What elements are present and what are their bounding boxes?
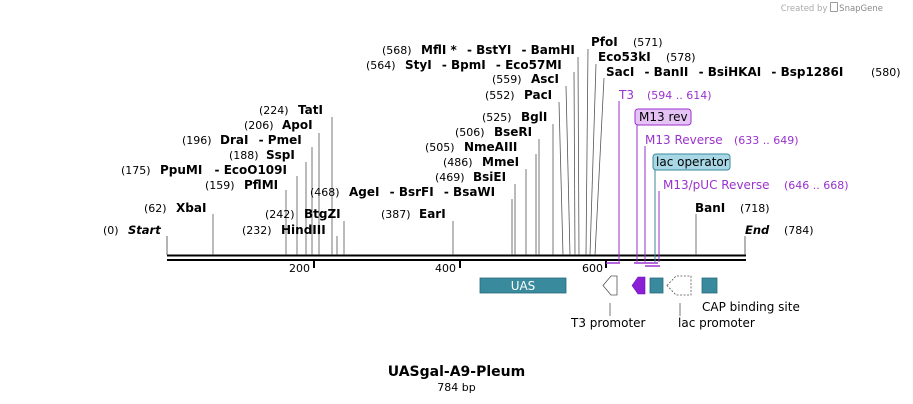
ruler: 200 400 600 bbox=[289, 260, 607, 275]
site-pos: (469) bbox=[435, 171, 465, 184]
ruler-label-400: 400 bbox=[435, 262, 456, 275]
end-label: End bbox=[745, 223, 770, 237]
site-leader-lines bbox=[212, 48, 697, 256]
lac-operator-box bbox=[652, 153, 731, 171]
site-label: PfoI bbox=[591, 35, 618, 49]
restriction-sites: (62) XbaI (159) PflMI (175) PpuMI - EcoO… bbox=[121, 35, 901, 237]
site-pos: (718) bbox=[740, 202, 770, 215]
site-pos: (242) bbox=[265, 208, 295, 221]
site-label: MflI * - BstYI - BamHI bbox=[421, 43, 575, 57]
site-pos: (232) bbox=[242, 224, 272, 237]
lac-promoter-label: lac promoter bbox=[678, 316, 755, 330]
lac-operator-feature bbox=[649, 277, 664, 294]
site-pos: (564) bbox=[366, 59, 396, 72]
site-label: HindIII bbox=[281, 223, 326, 237]
end-position: (784) bbox=[784, 224, 814, 237]
site-label: SspI bbox=[266, 148, 295, 162]
site-pos: (578) bbox=[666, 51, 696, 64]
m13-rev-box bbox=[634, 108, 692, 126]
site-pos: (505) bbox=[425, 141, 455, 154]
created-by-credit: Created by SnapGene bbox=[781, 2, 883, 14]
uas-label: UAS bbox=[511, 279, 536, 293]
site-label: ApoI bbox=[282, 118, 313, 132]
site-pos: (206) bbox=[244, 119, 274, 132]
site-pos: (571) bbox=[633, 36, 663, 49]
t3-promoter-label: T3 promoter bbox=[570, 316, 646, 330]
primer-m13-puc-reverse-range: (646 .. 668) bbox=[784, 179, 849, 192]
site-pos: (175) bbox=[121, 164, 151, 177]
t3-promoter-arrow-icon bbox=[602, 275, 618, 296]
site-label: StyI - BpmI - Eco57MI bbox=[405, 58, 562, 72]
site-pos: (580) bbox=[871, 66, 901, 79]
site-label: AgeI - BsrFI - BsaWI bbox=[349, 185, 495, 199]
start-label: Start bbox=[128, 223, 161, 237]
site-label: BseRI bbox=[494, 125, 532, 139]
site-label: XbaI bbox=[176, 201, 206, 215]
site-label: BanI bbox=[695, 201, 725, 215]
site-pos: (62) bbox=[144, 202, 167, 215]
primers: T3 (594 .. 614) M13 rev M13 Reverse (633… bbox=[606, 88, 849, 267]
primer-t3-label: T3 bbox=[618, 88, 634, 102]
site-label: MmeI bbox=[482, 155, 519, 169]
primer-t3-range: (594 .. 614) bbox=[647, 89, 712, 102]
site-label: NmeAIII bbox=[464, 140, 517, 154]
ruler-label-200: 200 bbox=[289, 262, 310, 275]
uas-feature bbox=[479, 277, 567, 294]
primer-m13-reverse-range: (633 .. 649) bbox=[734, 134, 799, 147]
site-pos: (468) bbox=[310, 186, 340, 199]
primer-m13-reverse-label: M13 Reverse bbox=[645, 133, 723, 147]
site-label: BsiEI bbox=[473, 170, 506, 184]
credit-brand: SnapGene bbox=[839, 4, 883, 14]
site-label: PacI bbox=[524, 88, 552, 102]
site-label: PflMI bbox=[244, 178, 278, 192]
site-pos: (224) bbox=[259, 104, 289, 117]
site-label: TatI bbox=[298, 103, 323, 117]
features: UAS T3 promoter lac promoter CAP binding… bbox=[479, 275, 800, 330]
site-pos: (188) bbox=[229, 149, 259, 162]
site-pos: (568) bbox=[382, 44, 412, 57]
map-length: 784 bp bbox=[437, 381, 476, 394]
map-title: UASgal-A9-Pleum bbox=[387, 364, 526, 380]
m13-primer-arrow-icon bbox=[631, 276, 646, 295]
site-pos: (486) bbox=[443, 156, 473, 169]
credit-prefix: Created by bbox=[780, 4, 828, 14]
site-pos: (525) bbox=[482, 111, 512, 124]
site-label: SacI - BanII - BsiHKAI - Bsp1286I bbox=[606, 65, 843, 79]
site-label: AscI bbox=[531, 72, 559, 86]
site-pos: (552) bbox=[485, 89, 515, 102]
snapgene-logo-icon bbox=[830, 2, 839, 12]
site-label: EarI bbox=[419, 207, 446, 221]
primer-m13-puc-reverse-label: M13/pUC Reverse bbox=[663, 178, 770, 192]
lac-operator-label: lac operator bbox=[656, 155, 729, 169]
backbone bbox=[167, 254, 746, 261]
site-pos: (159) bbox=[205, 179, 235, 192]
cap-binding-site-label: CAP binding site bbox=[702, 300, 800, 314]
site-label: PpuMI - EcoO109I bbox=[160, 163, 287, 177]
start-position: (0) bbox=[103, 224, 119, 237]
site-pos: (506) bbox=[455, 126, 485, 139]
site-label: BtgZI bbox=[304, 207, 341, 221]
ruler-label-600: 600 bbox=[582, 262, 603, 275]
site-pos: (559) bbox=[492, 73, 522, 86]
cap-binding-site-feature bbox=[701, 277, 718, 294]
site-label: DraI - PmeI bbox=[220, 133, 302, 147]
site-pos: (387) bbox=[381, 208, 411, 221]
site-label: BglI bbox=[521, 110, 547, 124]
lac-promoter-arrow-icon bbox=[666, 275, 692, 296]
site-pos: (196) bbox=[182, 134, 212, 147]
primer-m13-rev-label: M13 rev bbox=[639, 110, 688, 124]
site-label: Eco53kI bbox=[598, 50, 651, 64]
